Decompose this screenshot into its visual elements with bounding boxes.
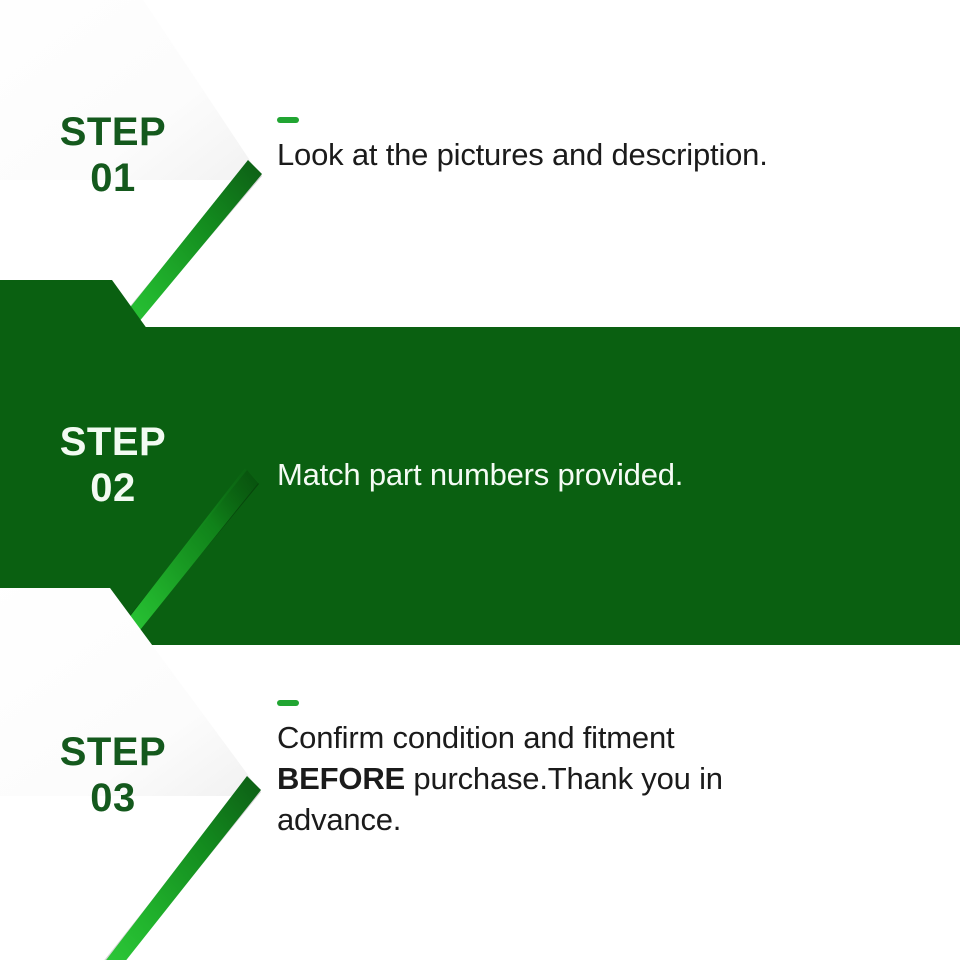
step-description-text-01: Look at the pictures and description. <box>277 135 927 176</box>
desc-line-03: advance. <box>277 801 402 837</box>
step-number-03: 03 <box>90 775 136 820</box>
step-description-text-03: Confirm condition and fitment BEFORE pur… <box>277 718 927 841</box>
step-description-text-02: Match part numbers provided. <box>277 455 927 496</box>
step-word-03: STEP <box>59 730 167 774</box>
step-label-01: STEP 01 <box>18 110 208 200</box>
step-label-02: STEP 02 <box>18 420 208 510</box>
desc-line-02-bold: BEFORE <box>277 760 405 796</box>
step-word-01: STEP <box>59 110 167 154</box>
step-number-01: 01 <box>90 155 136 200</box>
green-dash-icon <box>277 117 299 123</box>
step-description-02: Match part numbers provided. <box>277 455 927 496</box>
desc-line-01: Match part numbers provided. <box>277 457 684 492</box>
step-word-02: STEP <box>59 420 167 464</box>
green-dash-icon <box>277 700 299 706</box>
desc-line-01: Confirm condition and fitment <box>277 720 675 755</box>
desc-line-02-rest: purchase.Thank you in <box>404 760 723 796</box>
step-description-01: Look at the pictures and description. <box>277 117 927 176</box>
step-label-03: STEP 03 <box>18 730 208 820</box>
desc-line-01: Look at the pictures and description. <box>277 137 768 172</box>
step-description-03: Confirm condition and fitment BEFORE pur… <box>277 700 927 841</box>
step-number-02: 02 <box>90 465 136 510</box>
